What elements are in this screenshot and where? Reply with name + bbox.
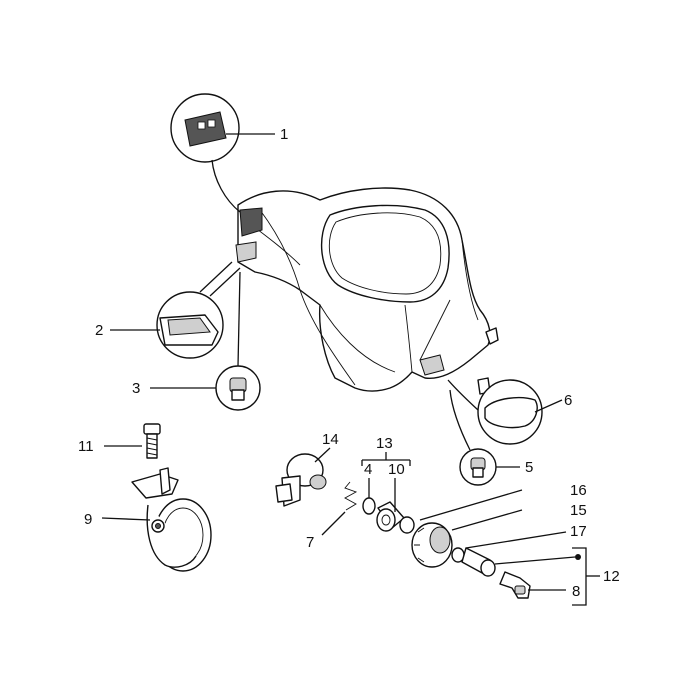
label-9: 9 [84, 511, 92, 528]
part-3-detail [150, 271, 261, 411]
label-8: 8 [572, 583, 580, 600]
part-15-16-lock [411, 489, 523, 568]
label-6: 6 [564, 392, 572, 409]
part-17-12-8-lock-key [451, 531, 600, 606]
label-11: 11 [78, 438, 94, 455]
label-13: 13 [376, 435, 393, 452]
label-16: 16 [570, 482, 587, 499]
label-7: 7 [306, 534, 314, 551]
label-12: 12 [603, 568, 620, 585]
label-3: 3 [132, 380, 140, 397]
label-1: 1 [280, 126, 288, 143]
label-17: 17 [570, 523, 587, 540]
label-14: 14 [322, 431, 339, 448]
label-10: 10 [388, 461, 405, 478]
part-2-detail [110, 261, 241, 359]
callout-labels: 1 2 3 4 5 6 7 8 9 10 11 12 13 14 15 16 1… [78, 126, 620, 600]
part-6-detail [447, 379, 563, 445]
part-7-clip [321, 481, 358, 536]
part-4-10-group [361, 452, 415, 534]
part-5-detail [449, 389, 520, 486]
label-4: 4 [364, 461, 372, 478]
part-14-switch [275, 447, 331, 507]
label-5: 5 [525, 459, 533, 476]
label-2: 2 [95, 322, 103, 339]
part-1-detail [170, 93, 275, 213]
handlebar-cover [235, 187, 499, 395]
label-15: 15 [570, 502, 587, 519]
part-11-bolt [104, 423, 161, 459]
part-9-horn [101, 467, 212, 572]
